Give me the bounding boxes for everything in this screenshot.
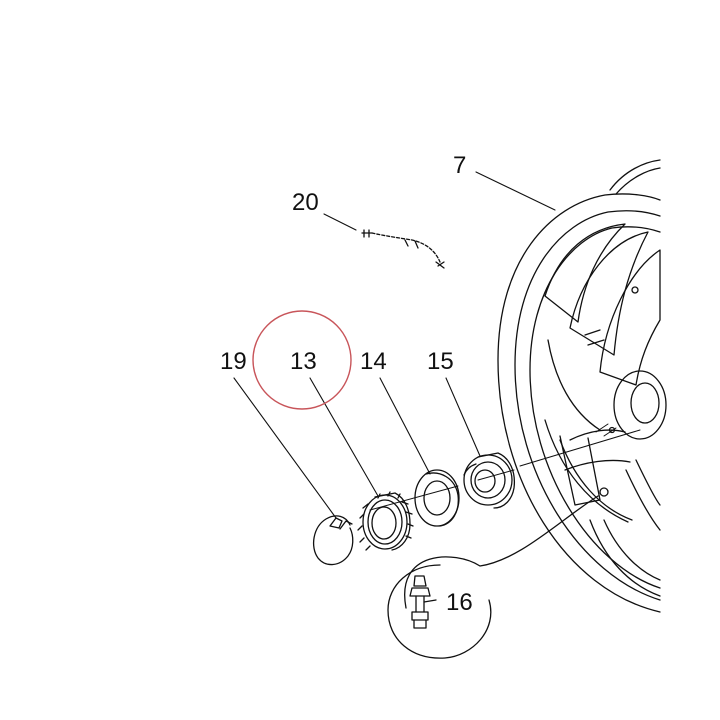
callout-19: 19: [220, 348, 247, 375]
highlight-circle: [252, 310, 352, 410]
washer-part-14: [414, 469, 460, 527]
axle-center-line: [369, 429, 641, 511]
circlip-part-19: [312, 515, 354, 566]
wheel-rim: [497, 159, 667, 613]
valve-part-16: [387, 495, 599, 659]
callout-20: 20: [292, 189, 319, 216]
cable-part-20: [361, 229, 445, 269]
callout-15: 15: [427, 348, 454, 375]
callout-16: 16: [446, 589, 473, 616]
callout-13: 13: [290, 348, 317, 375]
callout-14: 14: [360, 348, 387, 375]
callout-7: 7: [453, 152, 467, 179]
bushing-part-15: [463, 452, 516, 509]
leader-lines: [233, 171, 556, 519]
ring-nut-part-13: [357, 491, 414, 551]
